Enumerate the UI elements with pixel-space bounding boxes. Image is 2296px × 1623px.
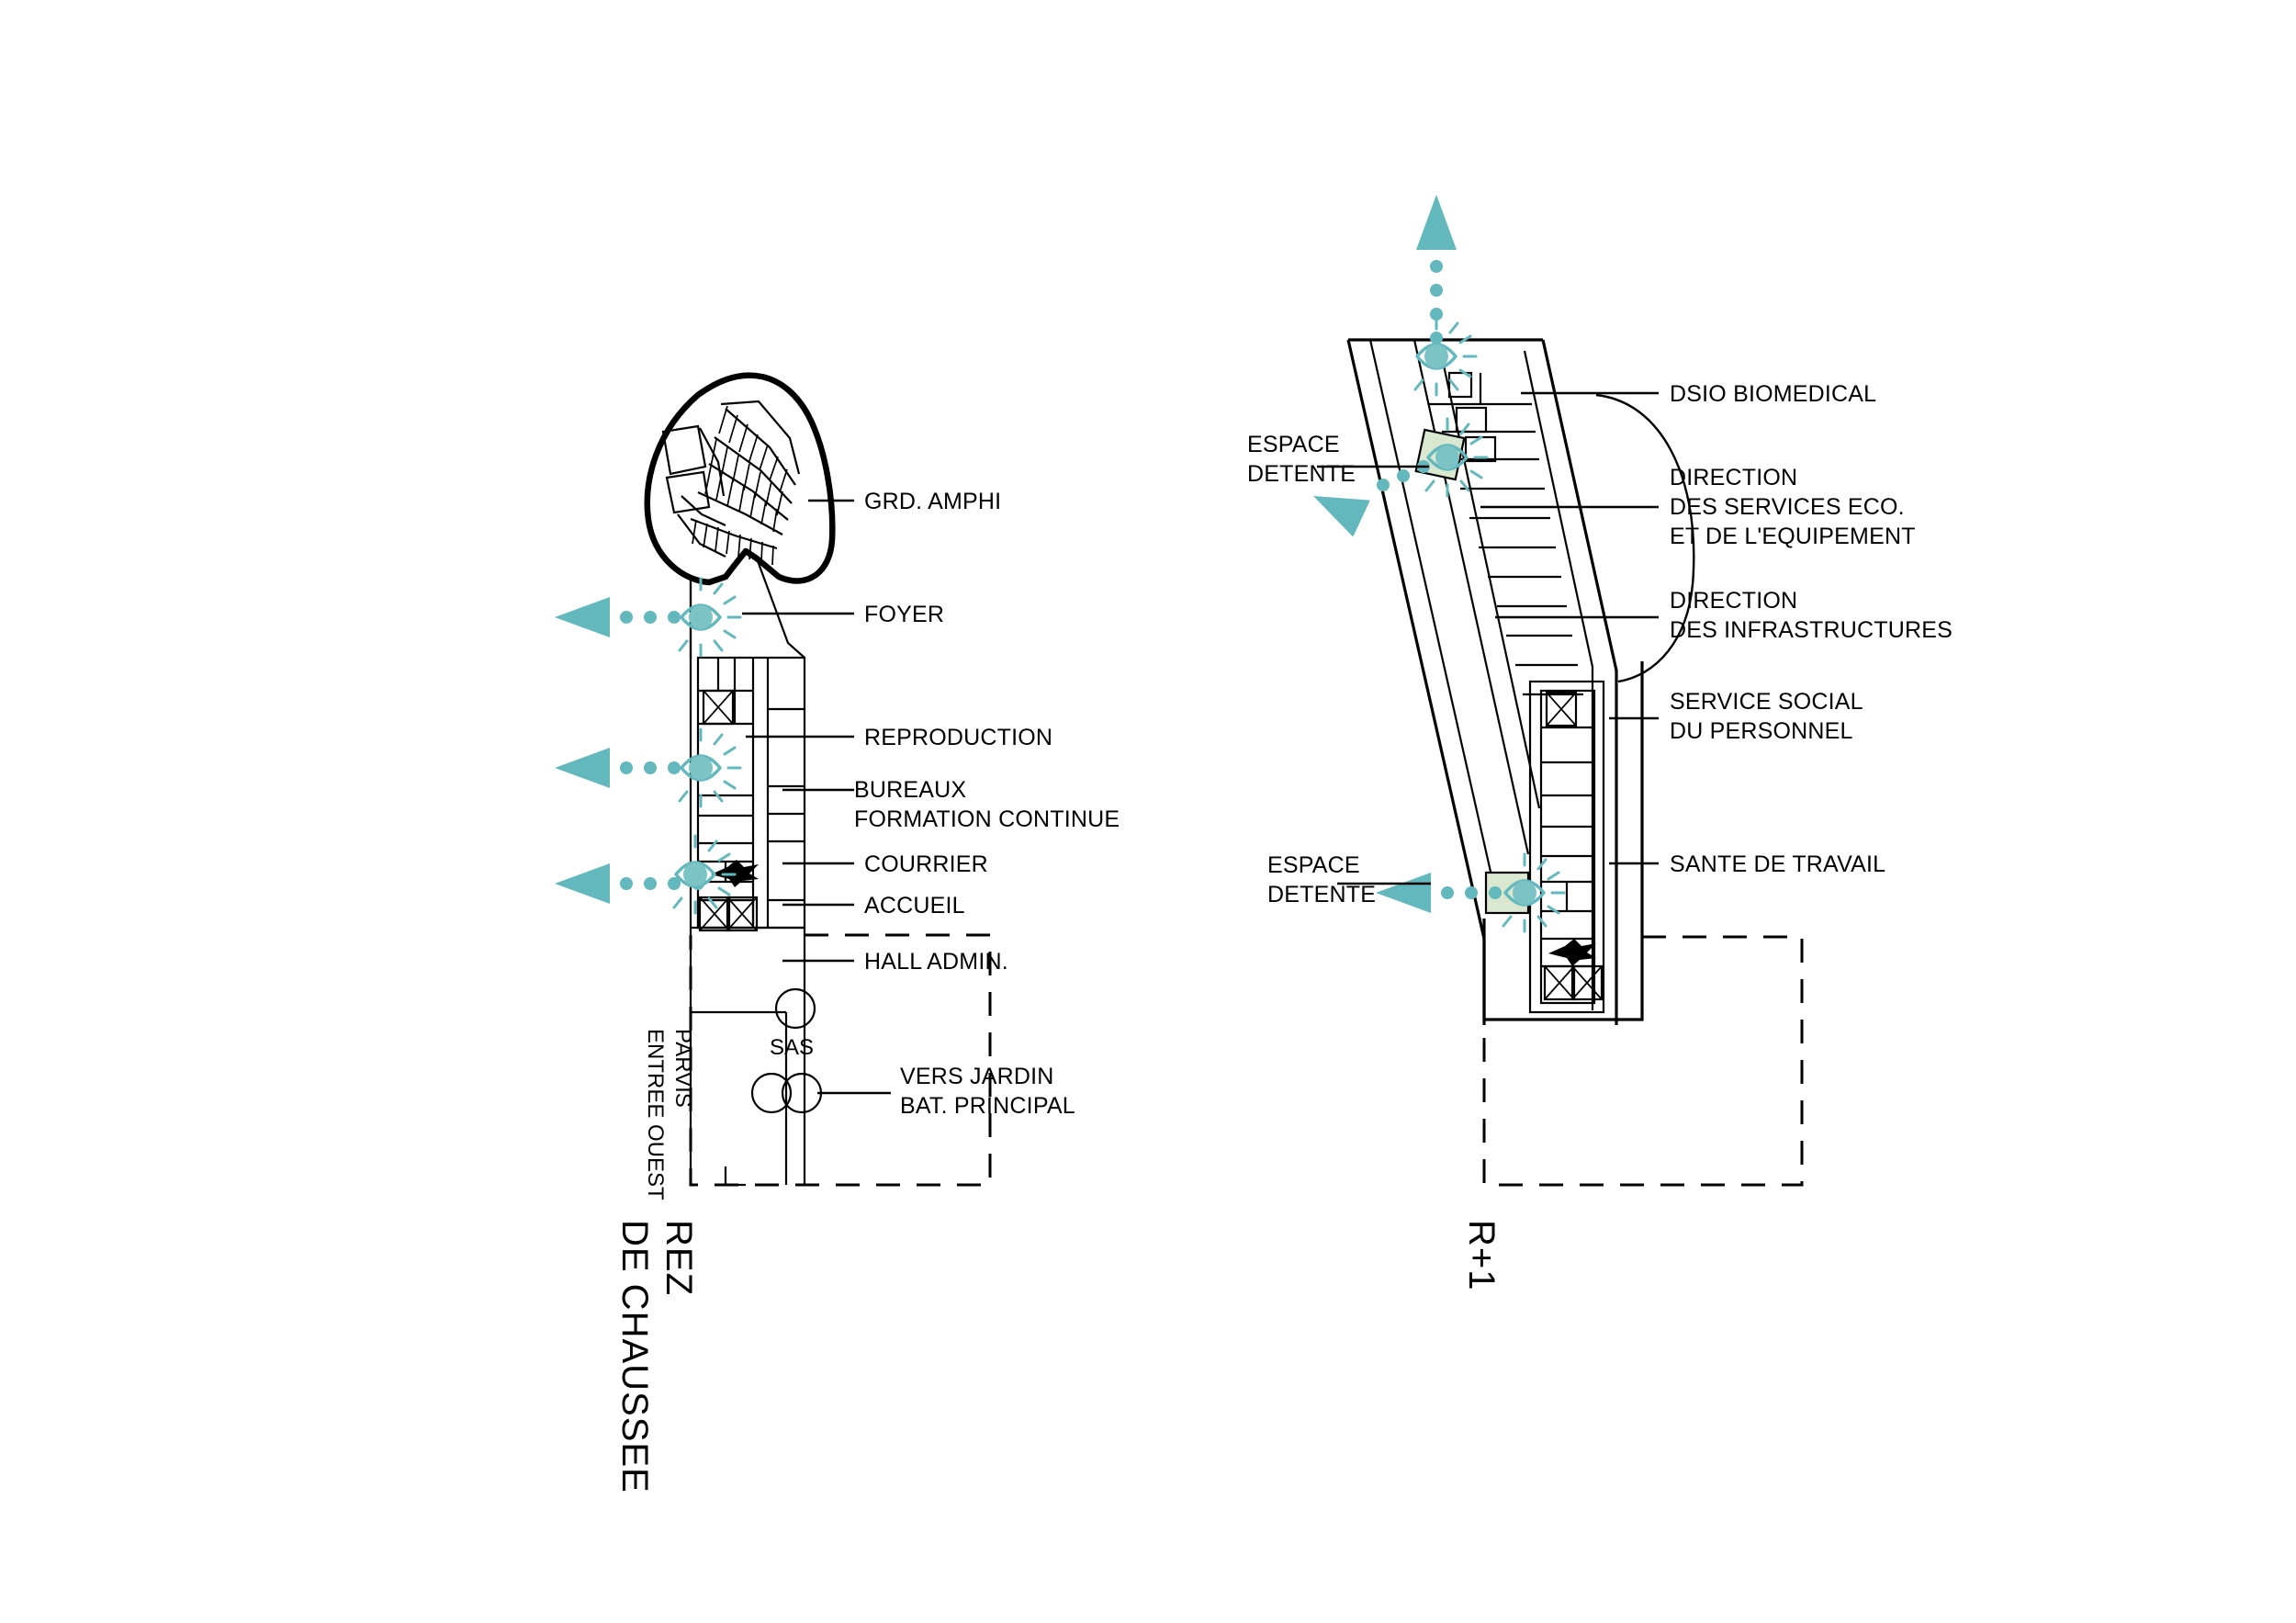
arrow-icon [555,597,610,637]
label-grd-amphi: GRD. AMPHI [864,489,1001,514]
view-arrows-rdc [555,577,742,915]
label-sas: SAS [770,1035,814,1060]
hall-admin-volume [691,926,806,1185]
door-swing-icon [774,987,816,1030]
r1-vertical-bar [1528,680,1605,1014]
labels-rdc: GRD. AMPHI FOYER REPRODUCTION BUREAUX FO… [614,489,1120,1493]
bureaux-bar [696,656,806,932]
grd-amphi-volume [644,372,836,586]
label-bureaux-line2: FORMATION CONTINUE [854,806,1120,832]
view-arrow-3 [555,834,737,915]
plan-title-rdc-line2: DE CHAUSSEE [614,1220,655,1493]
view-arrow-1 [555,577,742,658]
label-di-line2: DES INFRASTRUCTURES [1670,617,1953,643]
plan-rez-de-chaussee: GRD. AMPHI FOYER REPRODUCTION BUREAUX FO… [555,372,1120,1493]
label-parvis-line2: ENTREE OUEST [643,1029,668,1200]
label-ss-line2: DU PERSONNEL [1670,718,1853,744]
label-sante-travail: SANTE DE TRAVAIL [1670,851,1885,877]
label-parvis-group: PARVIS ENTREE OUEST [643,1029,695,1200]
site-boundary-dashed [689,933,992,1187]
label-dse-line3: ET DE L'EQUIPEMENT [1670,524,1916,549]
plan-title-rdc: REZ DE CHAUSSEE [614,1220,699,1493]
label-dse-line2: DES SERVICES ECO. [1670,494,1905,520]
grd-amphi-seating [661,400,801,566]
arrow-icon [1313,496,1370,537]
arrow-icon [555,748,610,788]
r1-angled-rooms [1429,371,1583,696]
label-espace-detente-haut-line1: ESPACE [1247,432,1340,457]
label-parvis-line1: PARVIS [670,1029,695,1108]
zone-curve-outline [1595,393,1695,683]
label-di-line1: DIRECTION [1670,588,1797,614]
label-reproduction: REPRODUCTION [864,725,1052,750]
label-espace-detente-haut-line2: DETENTE [1247,461,1356,487]
label-espace-detente-bas-line2: DETENTE [1267,882,1376,907]
label-espace-detente-bas-line1: ESPACE [1267,852,1360,878]
door-swing-icon [750,1072,793,1114]
label-bureaux-line1: BUREAUX [854,777,966,803]
label-foyer: FOYER [864,602,944,627]
label-vers-jardin-line1: VERS JARDIN [900,1064,1054,1089]
plan-r-plus-1: DSIO BIOMEDICAL ESPACE DETENTE DIRECTION… [1247,195,1953,1291]
arrow-icon [555,863,610,904]
view-arrow-2 [555,727,742,808]
plan-title-r1-text: R+1 [1461,1220,1502,1291]
plan-title-rdc-line1: REZ [658,1220,699,1296]
label-ss-line1: SERVICE SOCIAL [1670,689,1863,715]
plan-title-r1: R+1 [1461,1220,1502,1291]
view-arrow-up [1413,195,1478,397]
labels-r1: DSIO BIOMEDICAL ESPACE DETENTE DIRECTION… [1247,381,1953,1291]
label-accueil: ACCUEIL [864,893,965,919]
view-arrow-diagonal [1313,417,1489,537]
label-vers-jardin-line2: BAT. PRINCIPAL [900,1093,1075,1119]
label-dsio: DSIO BIOMEDICAL [1670,381,1876,407]
label-dse-line1: DIRECTION [1670,465,1797,490]
label-courrier: COURRIER [864,851,988,877]
site-boundary-dashed-r1 [1482,935,1804,1187]
label-hall-admin: HALL ADMIN. [864,949,1008,975]
arrow-icon [1416,195,1457,250]
r1-lower-block [1482,661,1644,1021]
